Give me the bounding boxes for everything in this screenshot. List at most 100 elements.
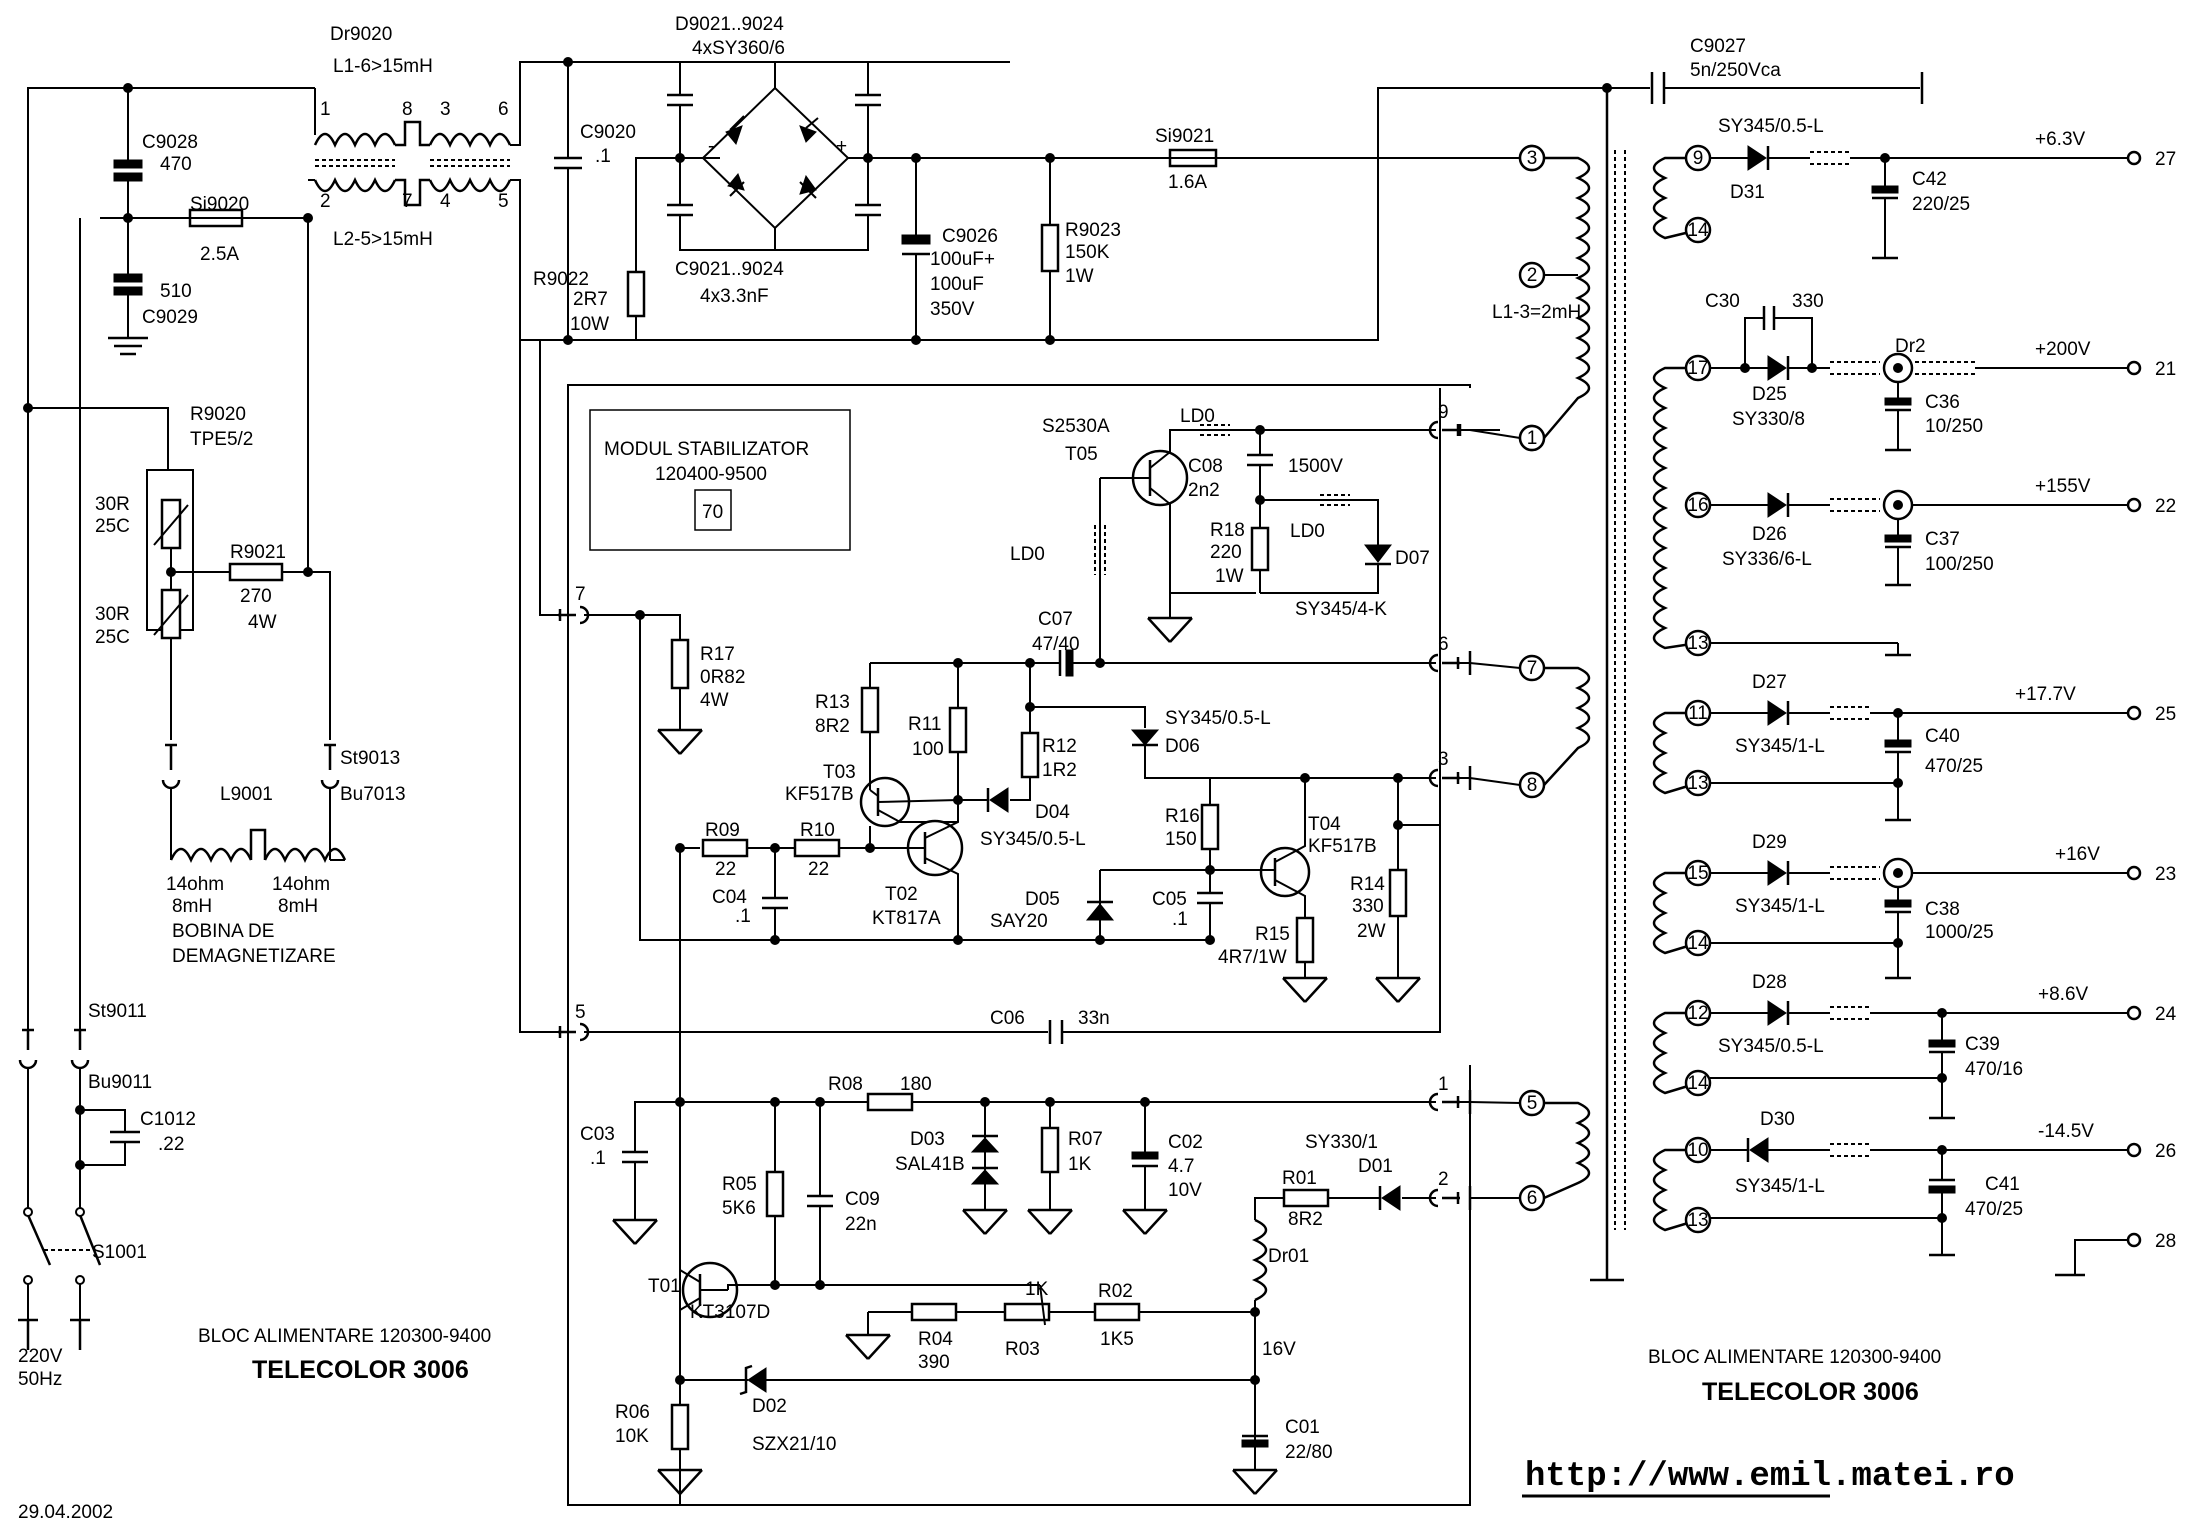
coil2-mh: 8mH: [278, 896, 318, 917]
choke-pin-1: 1: [320, 99, 331, 120]
c9029-value: 510: [160, 281, 192, 302]
trafo-pin-15: 15: [1687, 863, 1708, 884]
c9028-label: C9028: [142, 132, 198, 153]
r9022-power: 10W: [570, 314, 609, 335]
trafo-pin-6: 6: [1527, 1188, 1538, 1209]
c9027-value: 5n/250Vca: [1690, 60, 1781, 81]
terminal-25: 25: [2155, 704, 2176, 725]
d30-label: D30: [1760, 1109, 1795, 1130]
left-title: TELECOLOR 3006: [252, 1356, 469, 1384]
r07-label: R07: [1068, 1129, 1103, 1150]
choke-pin-6: 6: [498, 99, 509, 120]
coil1-ohm: 14ohm: [166, 874, 224, 895]
d27-type: SY345/1-L: [1735, 736, 1825, 757]
v16-label: 16V: [1262, 1339, 1296, 1360]
trafo-pin-16: 16: [1687, 495, 1708, 516]
right-subtitle: BLOC ALIMENTARE 120300-9400: [1648, 1347, 1941, 1368]
connector-2: 2: [1438, 1169, 1449, 1190]
c02-label: C02: [1168, 1132, 1203, 1153]
c03-label: C03: [580, 1124, 615, 1145]
switch-label: S1001: [92, 1242, 147, 1263]
t02-type: KT817A: [872, 908, 941, 929]
coil2-ohm: 14ohm: [272, 874, 330, 895]
r14-label: R14: [1350, 874, 1385, 895]
website-url: http://www.emil.matei.ro: [1525, 1458, 2015, 1496]
si9021-value: 1.6A: [1168, 172, 1207, 193]
output-minus14v5: -14.5V: [2038, 1121, 2094, 1142]
bridge-diodes-type: 4xSY360/6: [692, 38, 785, 59]
c05-value: .1: [1172, 909, 1188, 930]
trafo-inductance: L1-3=2mH: [1492, 302, 1581, 323]
d05-label: D05: [1025, 889, 1060, 910]
posistor1-r: 30R: [95, 494, 130, 515]
r10-label: R10: [800, 820, 835, 841]
r18-value: 220: [1210, 542, 1242, 563]
bridge-caps-value: 4x3.3nF: [700, 286, 769, 307]
r15-value: 4R7/1W: [1218, 947, 1287, 968]
d07-type: SY345/4-K: [1295, 599, 1387, 620]
trafo-pin-14a: 14: [1687, 220, 1709, 241]
ld0-label-c: LD0: [1290, 521, 1325, 542]
output-17v7: +17.7V: [2015, 684, 2076, 705]
dr2-label: Dr2: [1895, 336, 1926, 357]
c03-value: .1: [590, 1148, 606, 1169]
dr01-label: Dr01: [1268, 1246, 1309, 1267]
trafo-pin-7: 7: [1527, 658, 1538, 679]
c9026-value1: 100uF+: [930, 249, 995, 270]
connector-9: 9: [1438, 402, 1449, 423]
r08-value: 180: [900, 1074, 932, 1095]
trafo-pin-14b: 14: [1687, 933, 1709, 954]
terminal-21: 21: [2155, 359, 2176, 380]
t04-type: KF517B: [1308, 836, 1377, 857]
t05-label: T05: [1065, 444, 1098, 465]
choke-pin-7: 7: [402, 191, 413, 212]
coil1-mh: 8mH: [172, 896, 212, 917]
connector-1: 1: [1438, 1074, 1449, 1095]
bridge-caps-label: C9021..9024: [675, 259, 784, 280]
c02-voltage: 10V: [1168, 1180, 1202, 1201]
c08-voltage: 1500V: [1288, 456, 1343, 477]
trafo-pin-2: 2: [1527, 265, 1538, 286]
r11-label: R11: [908, 714, 941, 735]
bu7013-label: Bu7013: [340, 784, 406, 805]
r05-value: 5K6: [722, 1198, 756, 1219]
terminal-24: 24: [2155, 1004, 2177, 1025]
posistor2-t: 25C: [95, 627, 130, 648]
c09-label: C09: [845, 1189, 880, 1210]
c36-label: C36: [1925, 392, 1960, 413]
transformer-primary: [1518, 144, 1626, 1230]
d29-label: D29: [1752, 832, 1787, 853]
ld0-label-a: LD0: [1180, 406, 1215, 427]
d02-type: SZX21/10: [752, 1434, 837, 1455]
r03-value: 1K: [1025, 1279, 1049, 1300]
trafo-pin-5: 5: [1527, 1093, 1538, 1114]
r9023-value: 150K: [1065, 242, 1110, 263]
choke-pin-4: 4: [440, 191, 451, 212]
r12-label: R12: [1042, 736, 1077, 757]
mains-input-section: [18, 83, 347, 1350]
d28-type: SY345/0.5-L: [1718, 1036, 1824, 1057]
r04-value: 390: [918, 1352, 950, 1373]
t01-type: KT3107D: [690, 1302, 770, 1323]
ld0-label-b: LD0: [1010, 544, 1045, 565]
left-subtitle: BLOC ALIMENTARE 120300-9400: [198, 1326, 491, 1347]
r02-value: 1K5: [1100, 1329, 1134, 1350]
degauss-label-1: BOBINA DE: [172, 921, 274, 942]
c07-value: 47/40: [1032, 634, 1080, 655]
r17-label: R17: [700, 644, 735, 665]
r9021-label: R9021: [230, 542, 286, 563]
r18-label: R18: [1210, 520, 1245, 541]
trafo-pin-9: 9: [1693, 148, 1704, 169]
output-155v: +155V: [2035, 476, 2091, 497]
connector-3: 3: [1438, 749, 1449, 770]
r13-value: 8R2: [815, 716, 850, 737]
r09-value: 22: [715, 859, 736, 880]
si9021-label: Si9021: [1155, 126, 1214, 147]
t02-label: T02: [885, 884, 918, 905]
d06-label: D06: [1165, 736, 1200, 757]
t03-label: T03: [823, 762, 856, 783]
trafo-pin-13c: 13: [1687, 1210, 1708, 1231]
d28-label: D28: [1752, 972, 1787, 993]
terminal-26: 26: [2155, 1141, 2176, 1162]
